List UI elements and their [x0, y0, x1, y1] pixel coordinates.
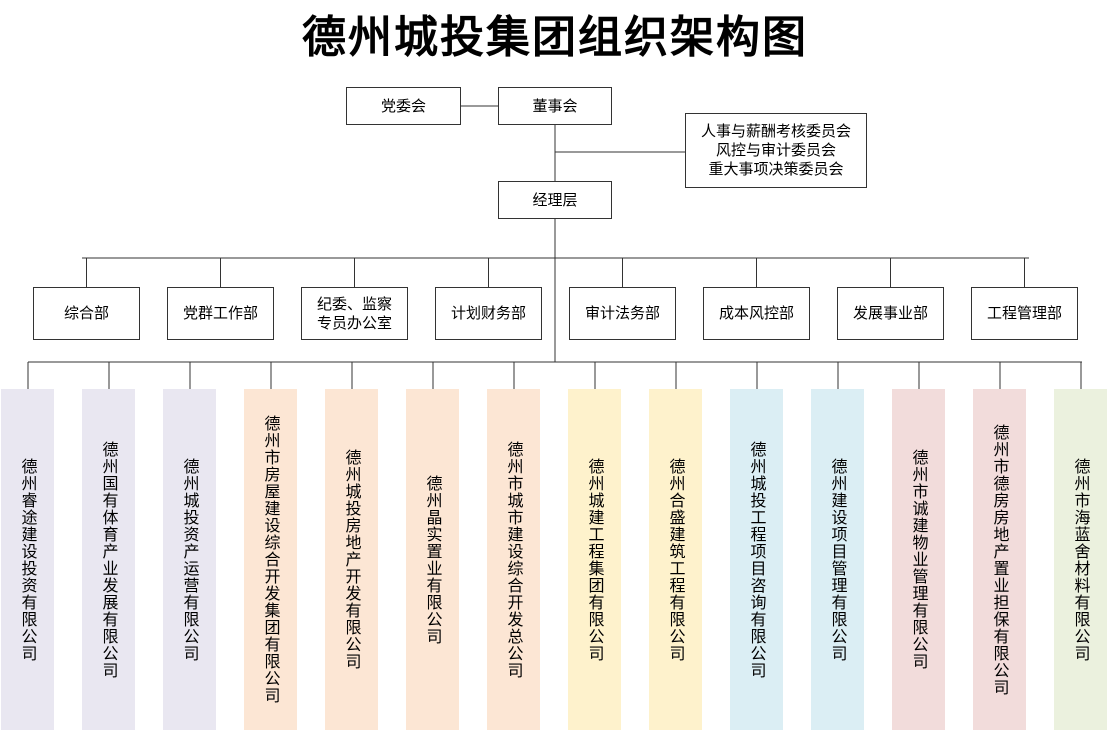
subsidiary-label: 德州城投资产运营有限公司	[180, 457, 200, 662]
department-label: 计划财务部	[450, 304, 526, 322]
department-box: 发展事业部	[837, 287, 944, 340]
subsidiary-box: 德州市诚建物业管理有限公司	[892, 389, 945, 730]
page-title: 德州城投集团组织架构图	[302, 12, 808, 63]
subsidiary-box: 德州城投房地产开发有限公司	[325, 389, 378, 730]
subsidiary-label: 德州城投房地产开发有限公司	[342, 449, 362, 670]
subsidiary-label: 德州国有体育产业发展有限公司	[99, 440, 119, 679]
subsidiary-label: 德州城投工程项目咨询有限公司	[747, 440, 767, 679]
subsidiary-box: 德州城投工程项目咨询有限公司	[730, 389, 783, 730]
board-box: 董事会	[498, 87, 612, 125]
department-box: 纪委、监察专员办公室	[301, 287, 408, 340]
department-box: 审计法务部	[569, 287, 676, 340]
subsidiary-box: 德州国有体育产业发展有限公司	[82, 389, 135, 730]
party-committee-box: 党委会	[346, 87, 461, 125]
subsidiary-label: 德州合盛建筑工程有限公司	[666, 457, 686, 662]
committees-box: 人事与薪酬考核委员会 风控与审计委员会 重大事项决策委员会	[685, 113, 867, 188]
department-box: 工程管理部	[971, 287, 1078, 340]
subsidiary-label: 德州市诚建物业管理有限公司	[909, 449, 929, 670]
committee-label: 人事与薪酬考核委员会	[700, 122, 851, 140]
subsidiary-box: 德州市城市建设综合开发总公司	[487, 389, 540, 730]
party-committee-label: 党委会	[380, 96, 426, 115]
subsidiary-label: 德州市城市建设综合开发总公司	[504, 440, 524, 679]
committee-label: 重大事项决策委员会	[708, 160, 844, 178]
subsidiary-box: 德州建设项目管理有限公司	[811, 389, 864, 730]
board-label: 董事会	[532, 96, 578, 115]
department-box: 综合部	[33, 287, 140, 340]
department-box: 计划财务部	[435, 287, 542, 340]
department-box: 成本风控部	[703, 287, 810, 340]
subsidiary-label: 德州市房屋建设综合开发集团有限公司	[261, 415, 281, 704]
subsidiary-box: 德州城投资产运营有限公司	[163, 389, 216, 730]
management-label: 经理层	[532, 190, 578, 209]
subsidiary-box: 德州晶实置业有限公司	[406, 389, 459, 730]
subsidiary-label: 德州城建工程集团有限公司	[585, 457, 605, 662]
department-label: 发展事业部	[852, 304, 928, 322]
subsidiary-label: 德州市海蓝舍材料有限公司	[1071, 457, 1091, 662]
subsidiary-label: 德州市德房房地产置业担保有限公司	[990, 423, 1010, 696]
department-label: 纪委、监察	[316, 294, 392, 313]
management-box: 经理层	[498, 181, 612, 219]
subsidiary-box: 德州市房屋建设综合开发集团有限公司	[244, 389, 297, 730]
subsidiary-label: 德州睿途建设投资有限公司	[18, 457, 38, 662]
subsidiary-box: 德州合盛建筑工程有限公司	[649, 389, 702, 730]
department-label: 审计法务部	[584, 304, 660, 322]
department-label: 综合部	[63, 304, 109, 322]
subsidiary-label: 德州建设项目管理有限公司	[828, 457, 848, 662]
department-label: 工程管理部	[986, 304, 1062, 322]
department-label: 党群工作部	[182, 304, 258, 322]
subsidiary-box: 德州睿途建设投资有限公司	[1, 389, 54, 730]
subsidiary-box: 德州城建工程集团有限公司	[568, 389, 621, 730]
department-label: 成本风控部	[718, 304, 794, 322]
department-label: 专员办公室	[316, 313, 392, 332]
subsidiary-label: 德州晶实置业有限公司	[423, 474, 443, 645]
committee-label: 风控与审计委员会	[715, 141, 836, 159]
subsidiary-box: 德州市德房房地产置业担保有限公司	[973, 389, 1026, 730]
department-box: 党群工作部	[167, 287, 274, 340]
subsidiary-box: 德州市海蓝舍材料有限公司	[1054, 389, 1107, 730]
